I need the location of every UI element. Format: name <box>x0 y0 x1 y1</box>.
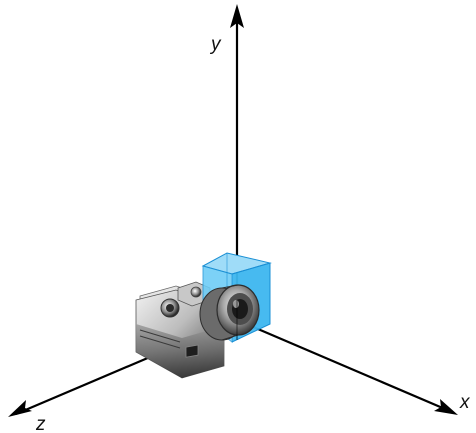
y-axis-arrow-icon <box>230 4 244 28</box>
x-axis-label: x <box>459 392 471 413</box>
z-axis-label: z <box>35 414 46 433</box>
z-axis-arrow-icon <box>8 400 32 417</box>
x-axis <box>236 318 458 415</box>
y-axis-label: y <box>209 34 222 55</box>
camera-lens-icon <box>199 284 260 341</box>
camera-icon <box>135 281 225 379</box>
x-axis-arrow-icon <box>434 399 458 415</box>
